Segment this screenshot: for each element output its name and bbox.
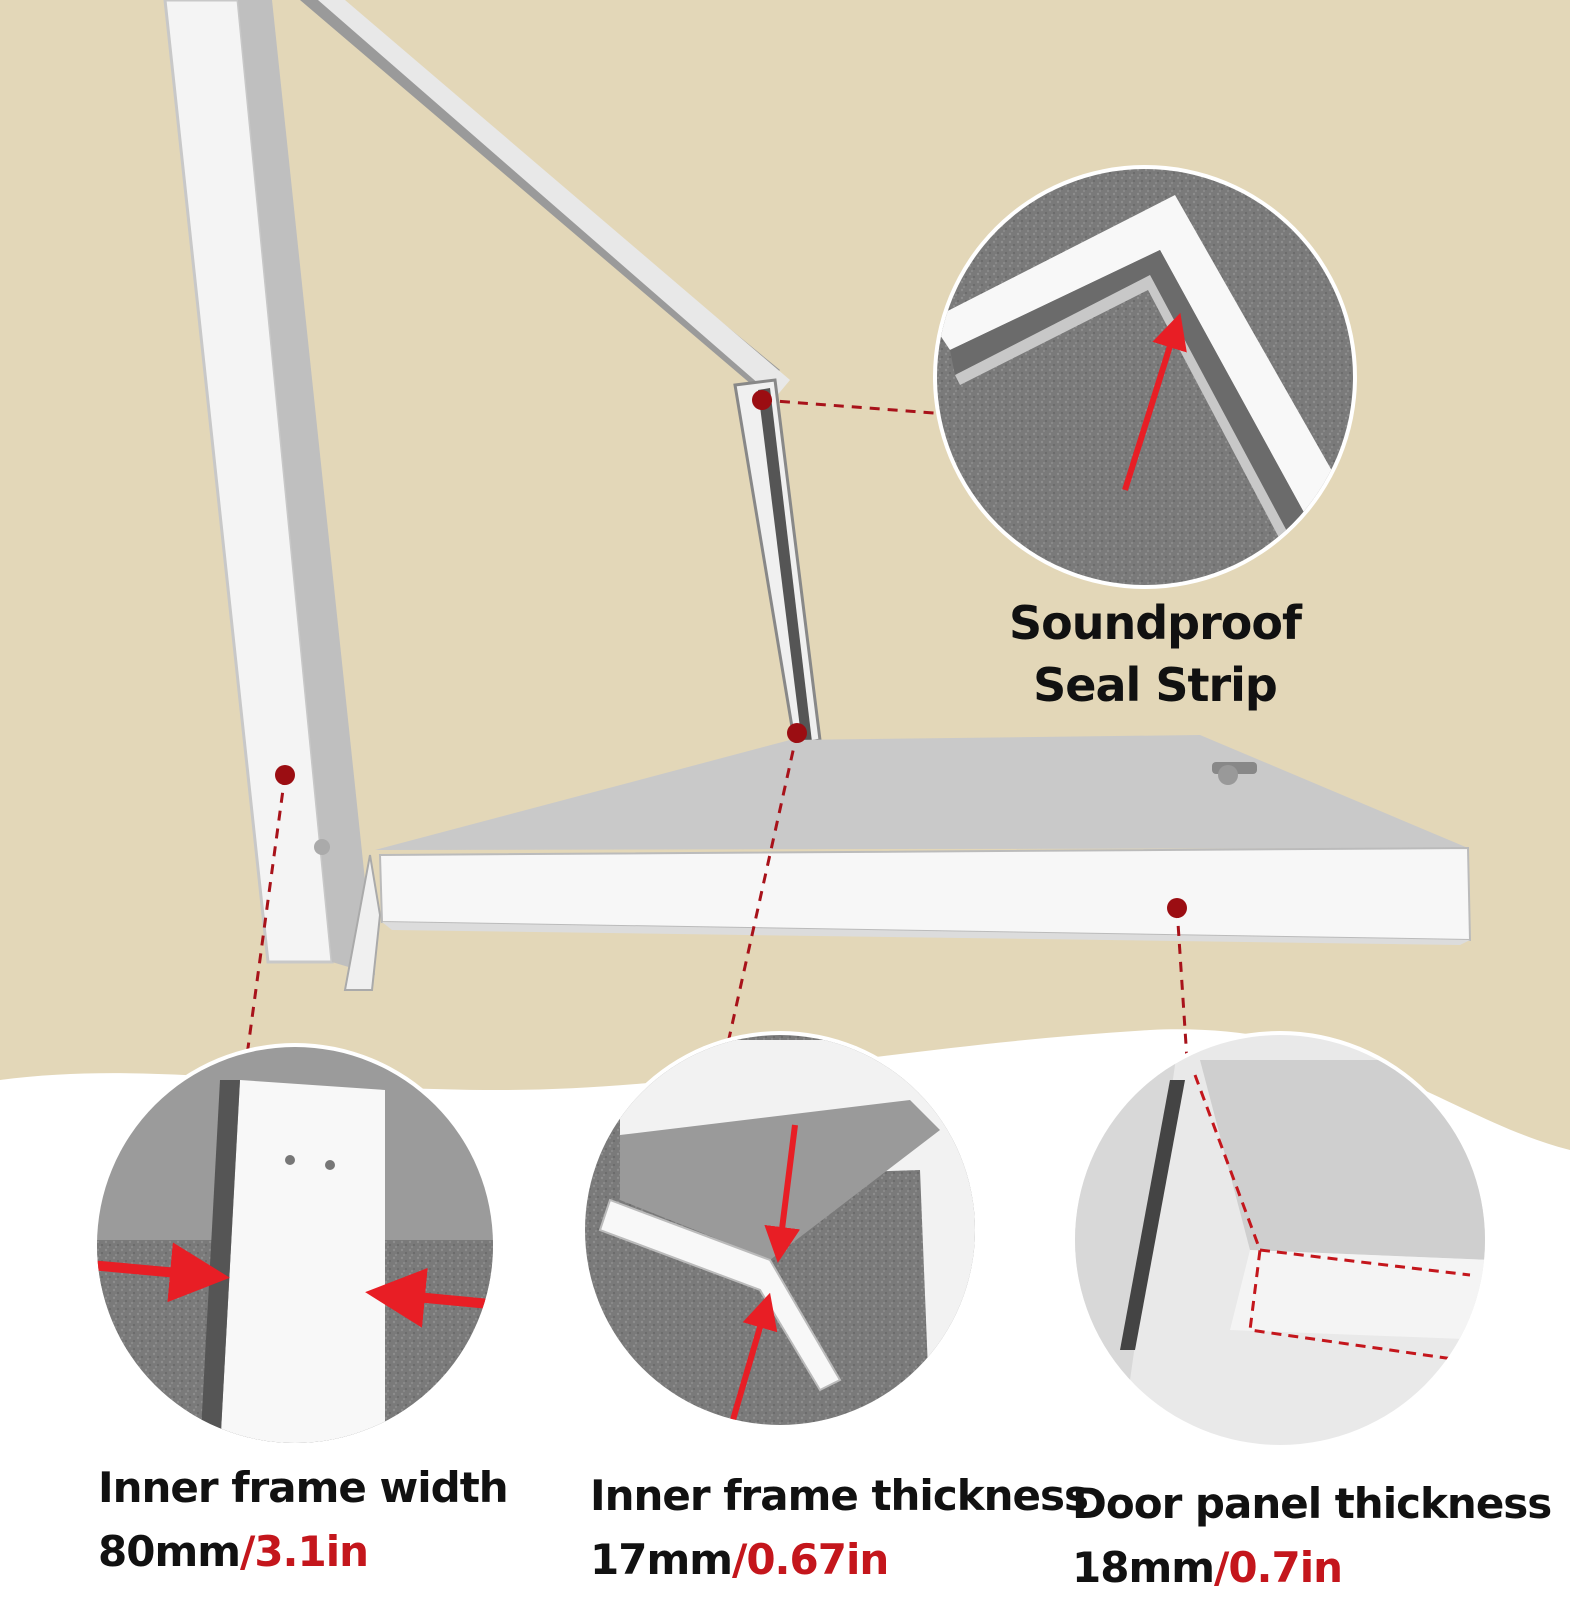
panel-thickness-title: Door panel thickness bbox=[1072, 1479, 1552, 1528]
inner-thickness-caption: Inner frame thickness 17mm/0.67in bbox=[590, 1464, 1089, 1592]
leader-dot-icon bbox=[275, 390, 1187, 918]
seal-strip-line1: Soundproof bbox=[1009, 596, 1302, 650]
inner-thickness-value: 17mm/0.67in bbox=[590, 1528, 1088, 1592]
inner-thickness-metric: 17mm bbox=[590, 1535, 733, 1584]
door-panel bbox=[314, 735, 1472, 945]
inner-width-imperial: /3.1in bbox=[239, 1527, 369, 1576]
inner-width-magnifier bbox=[93, 1043, 497, 1447]
panel-thickness-imperial: /0.7in bbox=[1213, 1543, 1343, 1592]
inner-thickness-title: Inner frame thickness bbox=[590, 1471, 1089, 1520]
inner-width-title: Inner frame width bbox=[98, 1463, 509, 1512]
panel-thickness-value: 18mm/0.7in bbox=[1072, 1536, 1551, 1600]
inner-thickness-imperial: /0.67in bbox=[731, 1535, 889, 1584]
panel-thickness-caption: Door panel thickness 18mm/0.7in bbox=[1072, 1472, 1552, 1600]
seal-strip-line2: Seal Strip bbox=[1033, 658, 1278, 712]
panel-thickness-metric: 18mm bbox=[1072, 1543, 1215, 1592]
inner-width-caption: Inner frame width 80mm/3.1in bbox=[98, 1456, 509, 1584]
panel-thickness-magnifier bbox=[1071, 1031, 1489, 1449]
inner-thickness-magnifier bbox=[581, 1031, 979, 1429]
seal-strip-magnifier bbox=[933, 165, 1357, 589]
door-frame bbox=[163, 0, 822, 991]
seal-strip-label: Soundproof Seal Strip bbox=[1000, 592, 1310, 716]
inner-width-metric: 80mm bbox=[98, 1527, 241, 1576]
inner-width-value: 80mm/3.1in bbox=[98, 1520, 508, 1584]
leader-lines bbox=[243, 398, 1190, 1076]
